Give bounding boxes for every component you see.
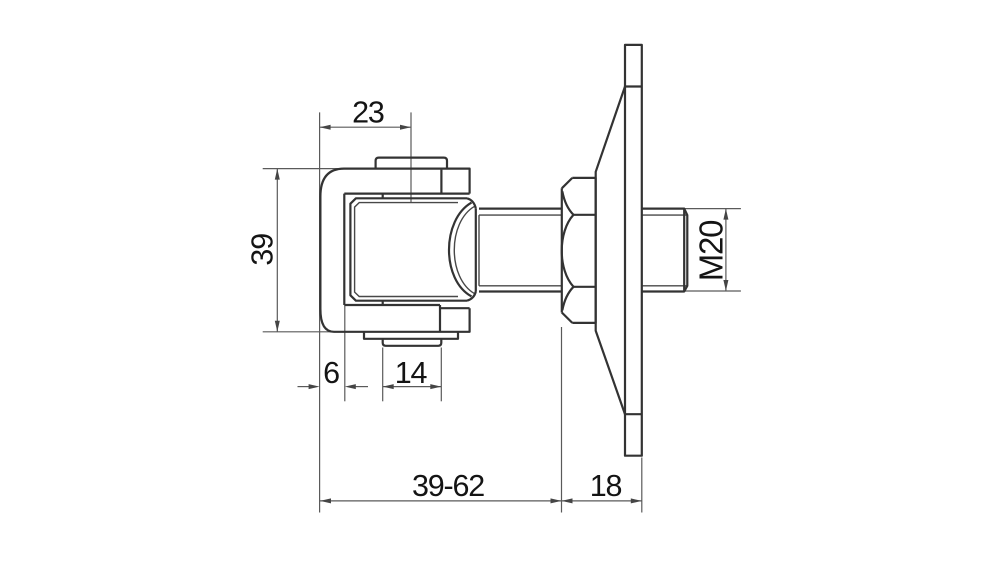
svg-text:14: 14 bbox=[395, 356, 428, 390]
svg-text:6: 6 bbox=[323, 356, 339, 390]
svg-text:39: 39 bbox=[246, 234, 280, 266]
svg-text:18: 18 bbox=[590, 469, 622, 503]
svg-text:M20: M20 bbox=[693, 220, 730, 281]
svg-text:23: 23 bbox=[352, 95, 384, 129]
svg-text:39-62: 39-62 bbox=[412, 469, 484, 503]
